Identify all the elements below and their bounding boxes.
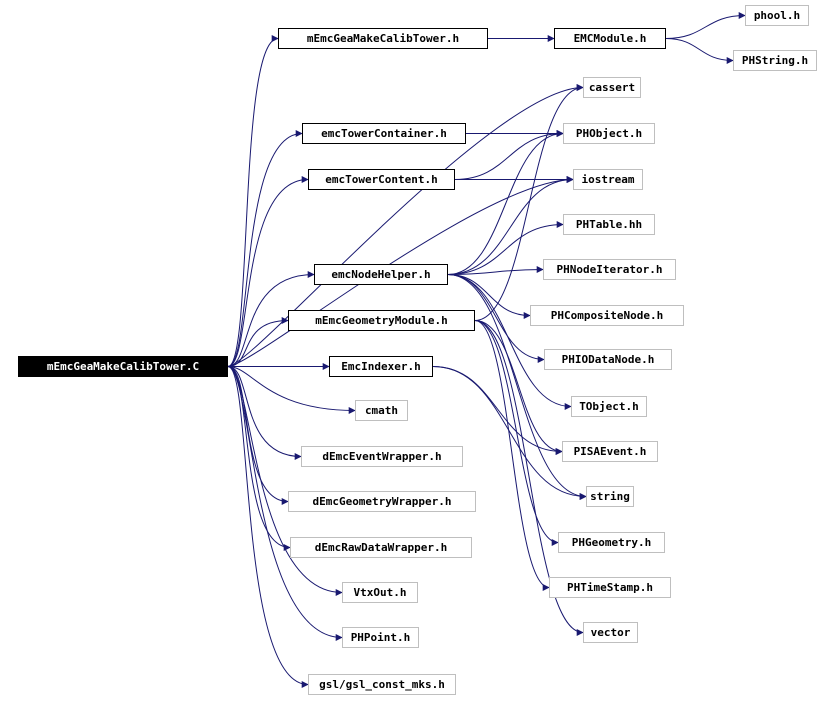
edge-memcgeometrymodule-h-to-pisaevent-h (474, 320, 563, 455)
node-phnodeiterator-h: PHNodeIterator.h (543, 259, 676, 280)
edge-emcmodule-h-to-phstring-h (665, 38, 734, 64)
edge-root-to-phpoint-h (227, 366, 343, 641)
edge-emctowercontent-h-to-phobject-h (454, 130, 564, 180)
node-phpoint-h: PHPoint.h (342, 627, 419, 648)
node-phiodatanode-h: PHIODataNode.h (544, 349, 672, 370)
node-demcgeometrywrapper-h: dEmcGeometryWrapper.h (288, 491, 476, 512)
edge-emcnodehelper-h-to-string (447, 274, 587, 500)
edge-emcnodehelper-h-to-tobject-h (447, 274, 572, 410)
edge-emcnodehelper-h-to-phobject-h (447, 130, 564, 275)
edge-memcgeometrymodule-h-to-vector (474, 320, 584, 636)
node-cmath: cmath (355, 400, 408, 421)
edge-root-to-emcnodehelper-h (227, 271, 315, 367)
node-phtimestamp-h: PHTimeStamp.h (549, 577, 671, 598)
dependency-edges (227, 12, 746, 688)
node-vector: vector (583, 622, 638, 643)
node-emcindexer-h[interactable]: EmcIndexer.h (329, 356, 433, 377)
node-emcnodehelper-h[interactable]: emcNodeHelper.h (314, 264, 448, 285)
node-emcmodule-h[interactable]: EMCModule.h (554, 28, 666, 49)
node-demceventwrapper-h: dEmcEventWrapper.h (301, 446, 463, 467)
edge-memcgeometrymodule-h-to-cassert (474, 84, 584, 321)
node-tobject-h: TObject.h (571, 396, 647, 417)
edge-emcmodule-h-to-phool-h (665, 12, 746, 39)
node-cassert: cassert (583, 77, 641, 98)
edge-emcindexer-h-to-string (432, 366, 587, 500)
node-phool-h: phool.h (745, 5, 809, 26)
node-phcompositenode-h: PHCompositeNode.h (530, 305, 684, 326)
edge-root-to-memcgeamakecalibtower-h (227, 35, 279, 367)
node-vtxout-h: VtxOut.h (342, 582, 418, 603)
node-memcgeamakecalibtower-h[interactable]: mEmcGeaMakeCalibTower.h (278, 28, 488, 49)
node-gsl-const-mks-h: gsl/gsl_const_mks.h (308, 674, 456, 695)
node-phstring-h: PHString.h (733, 50, 817, 71)
edge-emcnodehelper-h-to-iostream (447, 176, 574, 275)
edge-emcindexer-h-to-pisaevent-h (432, 366, 563, 455)
node-root[interactable]: mEmcGeaMakeCalibTower.C (18, 356, 228, 377)
node-phgeometry-h: PHGeometry.h (558, 532, 665, 553)
edge-root-to-cmath (227, 366, 356, 414)
node-emctowercontent-h[interactable]: emcTowerContent.h (308, 169, 455, 190)
node-phobject-h: PHObject.h (563, 123, 655, 144)
edge-root-to-demceventwrapper-h (227, 366, 302, 460)
node-iostream: iostream (573, 169, 643, 190)
node-pisaevent-h: PISAEvent.h (562, 441, 658, 462)
edge-root-to-vtxout-h (227, 366, 343, 596)
edge-root-to-emctowercontent-h (227, 176, 309, 367)
edge-root-to-memcgeometrymodule-h (227, 317, 289, 367)
edge-root-to-emctowercontainer-h (227, 130, 303, 367)
node-emctowercontainer-h[interactable]: emcTowerContainer.h (302, 123, 466, 144)
edge-emcnodehelper-h-to-phnodeiterator-h (447, 266, 544, 275)
node-memcgeometrymodule-h[interactable]: mEmcGeometryModule.h (288, 310, 475, 331)
edge-root-to-cassert (227, 84, 584, 367)
edge-root-to-gsl-const-mks-h (227, 366, 309, 688)
node-demcrawdatawrapper-h: dEmcRawDataWrapper.h (290, 537, 472, 558)
edge-root-to-demcrawdatawrapper-h (227, 366, 291, 551)
node-phtable-hh: PHTable.hh (563, 214, 655, 235)
node-string: string (586, 486, 634, 507)
edge-memcgeometrymodule-h-to-phtimestamp-h (474, 320, 550, 591)
edge-emcnodehelper-h-to-phtable-hh (447, 221, 564, 275)
